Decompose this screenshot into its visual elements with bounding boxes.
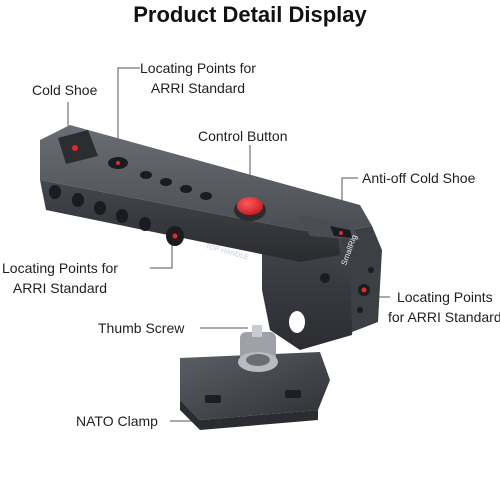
callout-locating-left-line1: Locating Points for: [2, 260, 118, 276]
callout-locating-right-line2: for ARRI Standard: [388, 309, 500, 325]
page-title: Product Detail Display: [133, 2, 367, 27]
callout-locating-left-line2: ARRI Standard: [12, 280, 108, 296]
control-button-illustration: [234, 197, 266, 221]
leader-locating-left: [150, 242, 173, 269]
callout-locating-top-line1: Locating Points for: [140, 60, 256, 76]
cold-shoe-red-dot: [72, 145, 78, 151]
callout-control-button: Control Button: [198, 128, 288, 144]
callout-locating-left: Locating Points for ARRI Standard: [2, 258, 118, 298]
handle-end-face: [338, 226, 382, 332]
handle-rear-post: [262, 232, 358, 350]
callout-nato-clamp: NATO Clamp: [76, 413, 158, 429]
leader-lines: [67, 67, 390, 422]
callout-locating-top-line2: ARRI Standard: [150, 80, 246, 96]
leader-locating-top: [117, 67, 140, 158]
handle-top-bar: [40, 125, 372, 262]
callout-locating-top: Locating Points for ARRI Standard: [140, 58, 256, 98]
thumb-screw: [238, 325, 278, 372]
top-threaded-holes: [108, 157, 212, 200]
side-threaded-holes: [49, 185, 184, 246]
callout-thumb-screw: Thumb Screw: [98, 320, 185, 336]
callout-cold-shoe: Cold Shoe: [32, 82, 98, 98]
nato-clamp: [180, 352, 330, 430]
callout-locating-right: Locating Points for ARRI Standard: [388, 287, 500, 327]
cold-shoe-slot: [58, 130, 98, 164]
callout-anti-off-cold-shoe: Anti-off Cold Shoe: [362, 170, 476, 186]
callout-locating-right-line1: Locating Points: [396, 289, 493, 305]
